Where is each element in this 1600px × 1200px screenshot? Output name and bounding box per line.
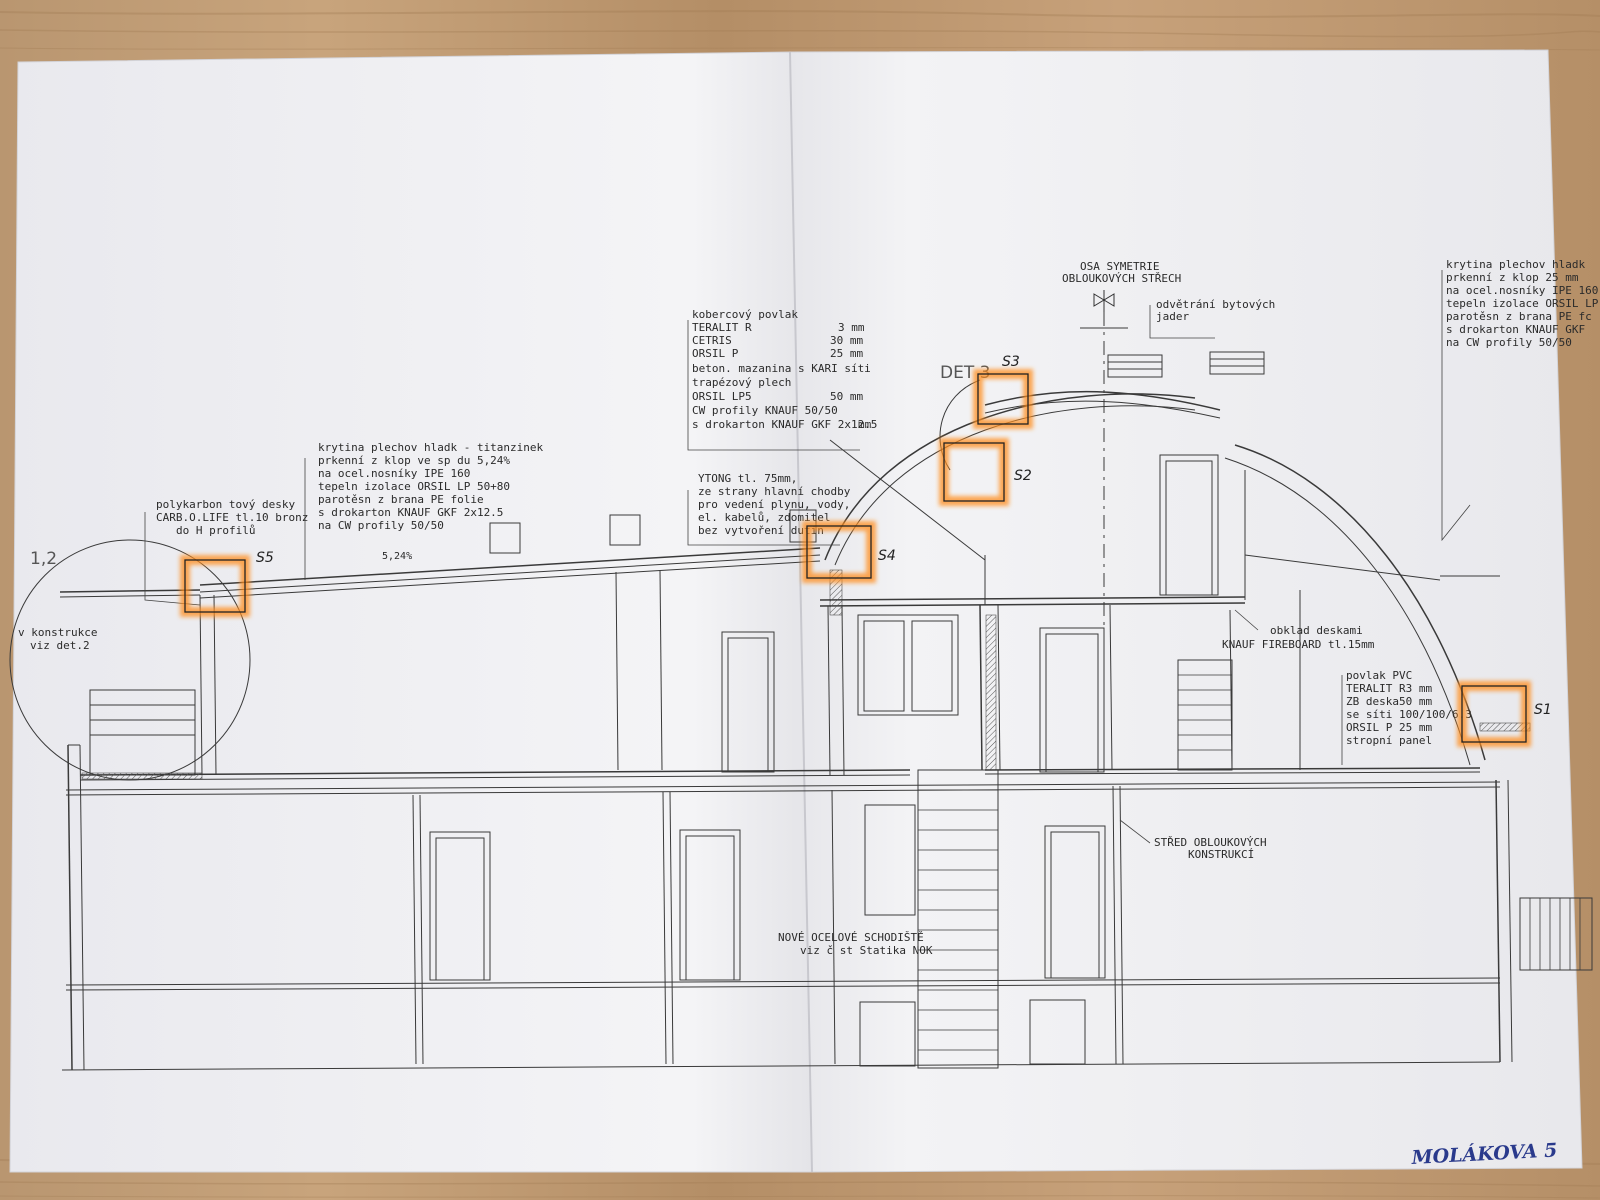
polycarbonate-line-1: polykarbon tový desky	[156, 498, 295, 511]
left-roof-spec: krytina plechov hladk - titanzinek prken…	[318, 441, 544, 532]
roof-right-line-7: na CW profily 50/50	[1446, 336, 1572, 349]
axis-label-line-2: OBLOUKOVÝCH STŘECH	[1062, 272, 1181, 285]
roof-right-line-5: parotěsn z brana PE fc	[1446, 310, 1592, 323]
roof-left-line-6: s drokarton KNAUF GKF 2x12.5	[318, 506, 503, 519]
roof-left-line-2: prkenní z klop ve sp du 5,24%	[318, 454, 510, 467]
floor-spec-name-8: s drokarton KNAUF GKF 2x12.5	[692, 418, 877, 431]
roof-left-line-4: tepeln izolace ORSIL LP 50+80	[318, 480, 510, 493]
hatched-wall-middle	[985, 614, 997, 771]
marker-s4: S4	[802, 521, 896, 583]
roof-left-line-7: na CW profily 50/50	[318, 519, 444, 532]
roof-left-line-3: na ocel.nosníky IPE 160	[318, 467, 470, 480]
roof-right-line-3: na ocel.nosníky IPE 160	[1446, 284, 1598, 297]
floor-spec-name-1: TERALIT R	[692, 321, 752, 334]
ytong-line-4: el. kabelů, zdomitel	[698, 511, 830, 524]
marker-s2: S2	[939, 438, 1032, 506]
roof-left-line-1: krytina plechov hladk - titanzinek	[318, 441, 544, 454]
arch-middle-line-2: KONSTRUKCÍ	[1188, 848, 1254, 861]
marker-s5: S5	[180, 550, 274, 617]
ytong-note: YTONG tl. 75mm, ze strany hlavní chodby …	[698, 472, 851, 537]
leader-lines	[144, 270, 1471, 844]
vent-label-line-2: jader	[1156, 310, 1189, 323]
axis-symbol-icon	[1093, 290, 1115, 312]
marker-s1: S1	[1457, 681, 1552, 747]
floor-spec-thk-2: 30 mm	[830, 334, 863, 347]
roof-left-line-5: parotěsn z brana PE folie	[318, 493, 484, 506]
detail-label-left: 1,2	[30, 549, 57, 569]
ytong-line-5: bez vytvoření dutin	[698, 524, 824, 537]
ventilation-note: odvětrání bytových jader	[1156, 298, 1275, 323]
floor-spec-name-0: kobercový povlak	[692, 308, 798, 321]
fireboard-line-1: obklad deskami	[1270, 624, 1363, 637]
ytong-line-1: YTONG tl. 75mm,	[698, 472, 797, 485]
roof-right-line-4: tepeln izolace ORSIL LP	[1446, 297, 1599, 310]
pvc-line-4: se síti 100/100/6.3	[1346, 708, 1472, 721]
floor-spec-name-7: CW profily KNAUF 50/50	[692, 404, 838, 417]
floor-spec-name-3: ORSIL P	[692, 347, 739, 360]
paper-right-page	[789, 49, 1583, 1173]
roof-right-line-1: krytina plechov hladk	[1446, 258, 1585, 271]
right-roof-spec: krytina plechov hladk prkenní z klop 25 …	[1446, 258, 1599, 349]
paper-left-page	[9, 51, 813, 1173]
ytong-line-3: pro vedení plynu, vody,	[698, 498, 850, 511]
stairs-line-2: viz č st Statika NOK	[800, 944, 933, 957]
fireboard-note: obklad deskami KNAUF FIREBOARD tl.15mm	[1222, 624, 1375, 651]
section-linework	[9, 312, 1593, 1071]
axis-of-symmetry-note: OSA SYMETRIE OBLOUKOVÝCH STŘECH	[1062, 260, 1181, 312]
pvc-line-6: stropní panel	[1346, 734, 1432, 747]
floor-spec-thk-6: 50 mm	[830, 390, 863, 403]
pvc-line-2: TERALIT R3 mm	[1346, 682, 1432, 695]
paper-fold	[789, 51, 813, 1173]
roof-right-line-6: s drokarton KNAUF GKF	[1446, 323, 1585, 336]
stairs-line-1: NOVÉ OCELOVÉ SCHODIŠTĚ	[778, 931, 924, 944]
arch-middle-line-1: STŘED OBLOUKOVÝCH	[1154, 836, 1267, 849]
marker-s5-label: S5	[256, 550, 274, 566]
marker-s4-label: S4	[878, 548, 896, 564]
floor-spec-name-5: trapézový plech	[692, 376, 791, 389]
floor-spec-block: kobercový povlak TERALIT R 3 mm CETRIS 3…	[692, 308, 877, 431]
detail-2-reference: v konstrukce viz det.2	[18, 626, 97, 652]
floor-spec-name-6: ORSIL LP5	[692, 390, 752, 403]
floor-spec-thk-8: mm	[858, 418, 872, 431]
konstrukce-line-2: viz det.2	[30, 639, 90, 652]
axis-label-line-1: OSA SYMETRIE	[1080, 260, 1159, 273]
pvc-line-1: povlak PVC	[1346, 669, 1412, 682]
vent-label-line-1: odvětrání bytových	[1156, 298, 1275, 311]
konstrukce-line-1: v konstrukce	[18, 626, 97, 639]
roof-right-line-2: prkenní z klop 25 mm	[1446, 271, 1579, 284]
marker-s3: S3	[973, 354, 1033, 429]
pvc-line-3: ZB deska50 mm	[1346, 695, 1432, 708]
arch-center-note: STŘED OBLOUKOVÝCH KONSTRUKCÍ	[1154, 836, 1267, 861]
floor-spec-thk-3: 25 mm	[830, 347, 863, 360]
floor-spec-thk-1: 3 mm	[838, 321, 865, 334]
highlight-markers: S5 S4 S3 S2 S1	[180, 354, 1552, 747]
fireboard-line-2: KNAUF FIREBOARD tl.15mm	[1222, 638, 1375, 651]
ytong-line-2: ze strany hlavní chodby	[698, 485, 851, 498]
floor-spec-name-4: beton. mazanina s KARI síti	[692, 362, 871, 375]
marker-s2-label: S2	[1014, 468, 1032, 484]
polycarbonate-note: polykarbon tový desky CARB.O.LIFE tl.10 …	[156, 498, 308, 537]
polycarbonate-line-3: do H profilů	[176, 524, 255, 537]
slope-label: 5,24%	[382, 551, 412, 562]
hatched-beam-top-left	[81, 772, 203, 780]
polycarbonate-line-2: CARB.O.LIFE tl.10 bronz	[156, 511, 308, 524]
pvc-line-5: ORSIL P 25 mm	[1346, 721, 1432, 734]
marker-s1-label: S1	[1534, 702, 1552, 718]
pvc-spec-block: povlak PVC TERALIT R3 mm ZB deska50 mm s…	[1346, 669, 1472, 747]
floor-spec-name-2: CETRIS	[692, 334, 732, 347]
marker-s3-label: S3	[1002, 354, 1020, 370]
stairs-note: NOVÉ OCELOVÉ SCHODIŠTĚ viz č st Statika …	[778, 931, 933, 957]
